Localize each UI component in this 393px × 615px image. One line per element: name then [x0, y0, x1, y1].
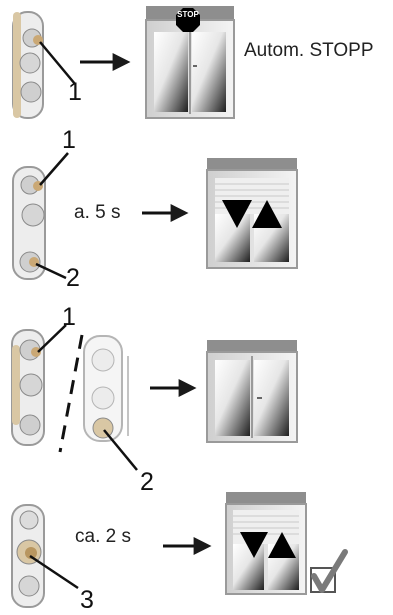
step-2: [12, 152, 298, 280]
step-4: [11, 492, 348, 608]
up-triangle-icon: [252, 200, 282, 228]
step-1: [12, 6, 235, 119]
window-1: [145, 6, 235, 119]
switch-4: [11, 504, 45, 608]
dashed-separator: [58, 334, 84, 453]
switch-2: [12, 166, 46, 280]
callout-line: [103, 429, 138, 471]
window-4: [225, 492, 307, 595]
step-4-label: ca. 2 s: [75, 526, 131, 547]
step-1-label: Autom. STOPP: [244, 40, 374, 61]
down-triangle-icon: [222, 200, 252, 228]
callout-number: 3: [80, 586, 94, 614]
callout-number: 1: [62, 126, 76, 154]
callout-line: [35, 262, 67, 280]
callout-line: [39, 152, 69, 186]
callout-line: [37, 324, 67, 353]
callout-line: [39, 41, 76, 85]
step-2-label: a. 5 s: [74, 202, 121, 223]
step-3: [11, 324, 298, 471]
callout-number: 2: [66, 264, 80, 292]
switch-3a: [11, 329, 45, 446]
callout-line: [29, 554, 79, 590]
stop-sign-icon: [176, 8, 200, 32]
checkmark-icon: [310, 549, 348, 593]
up-triangle-icon: [268, 532, 296, 558]
callout-number: 1: [62, 303, 76, 331]
down-triangle-icon: [240, 532, 268, 558]
callout-number: 1: [68, 78, 82, 106]
callout-number: 2: [140, 468, 154, 496]
stop-badge-label: STOP: [177, 10, 199, 19]
switch-3b: [83, 335, 129, 442]
window-3: [206, 340, 298, 443]
switch-1: [12, 11, 44, 119]
window-2: [206, 158, 298, 269]
